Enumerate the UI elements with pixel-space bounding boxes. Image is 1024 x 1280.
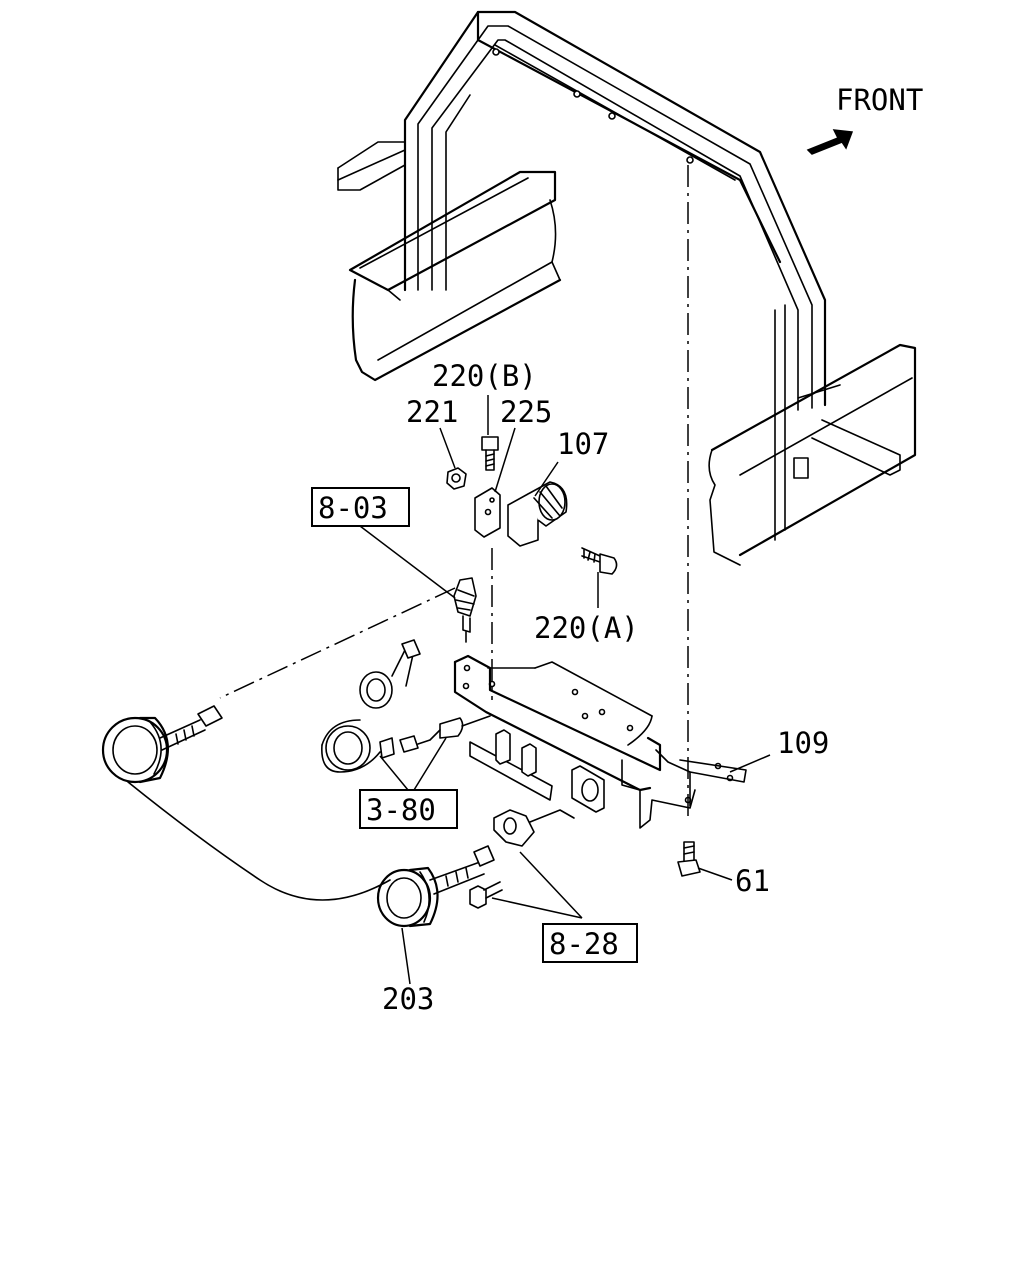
bracket-225 bbox=[474, 487, 501, 538]
front-label: FRONT bbox=[836, 83, 923, 117]
callout-220b: 220(B) bbox=[432, 359, 537, 393]
hose-203 bbox=[101, 705, 495, 928]
bolt-61 bbox=[677, 841, 701, 877]
ref-box-8-03: 8-03 bbox=[311, 487, 410, 527]
callout-221: 221 bbox=[406, 395, 458, 429]
callout-225: 225 bbox=[500, 395, 552, 429]
side-member-left bbox=[348, 170, 562, 382]
ref-box-8-28: 8-28 bbox=[542, 923, 638, 963]
bracket-109 bbox=[453, 654, 747, 829]
ref-label-8-03: 8-03 bbox=[318, 491, 388, 525]
ref-label-3-80: 3-80 bbox=[366, 793, 436, 827]
nut-221 bbox=[446, 467, 467, 490]
bolt-220b bbox=[481, 436, 499, 471]
fittings-3-80 bbox=[321, 639, 491, 773]
bolt-220a bbox=[581, 547, 618, 575]
front-arrow-icon bbox=[806, 129, 854, 155]
callout-203: 203 bbox=[382, 982, 434, 1016]
cab-frame bbox=[403, 10, 827, 541]
ref-label-8-28: 8-28 bbox=[549, 927, 619, 961]
callout-61: 61 bbox=[735, 864, 770, 898]
ref-box-3-80: 3-80 bbox=[359, 789, 458, 829]
alignment-lines bbox=[219, 165, 689, 820]
sensor-8-03 bbox=[453, 577, 477, 643]
callout-107: 107 bbox=[557, 427, 609, 461]
clamp-8-28 bbox=[469, 809, 575, 909]
cross-rail-left bbox=[337, 141, 406, 191]
leader-lines bbox=[359, 395, 771, 985]
side-member-right bbox=[708, 343, 917, 566]
callout-220a: 220(A) bbox=[534, 611, 639, 645]
callout-109: 109 bbox=[777, 726, 829, 760]
